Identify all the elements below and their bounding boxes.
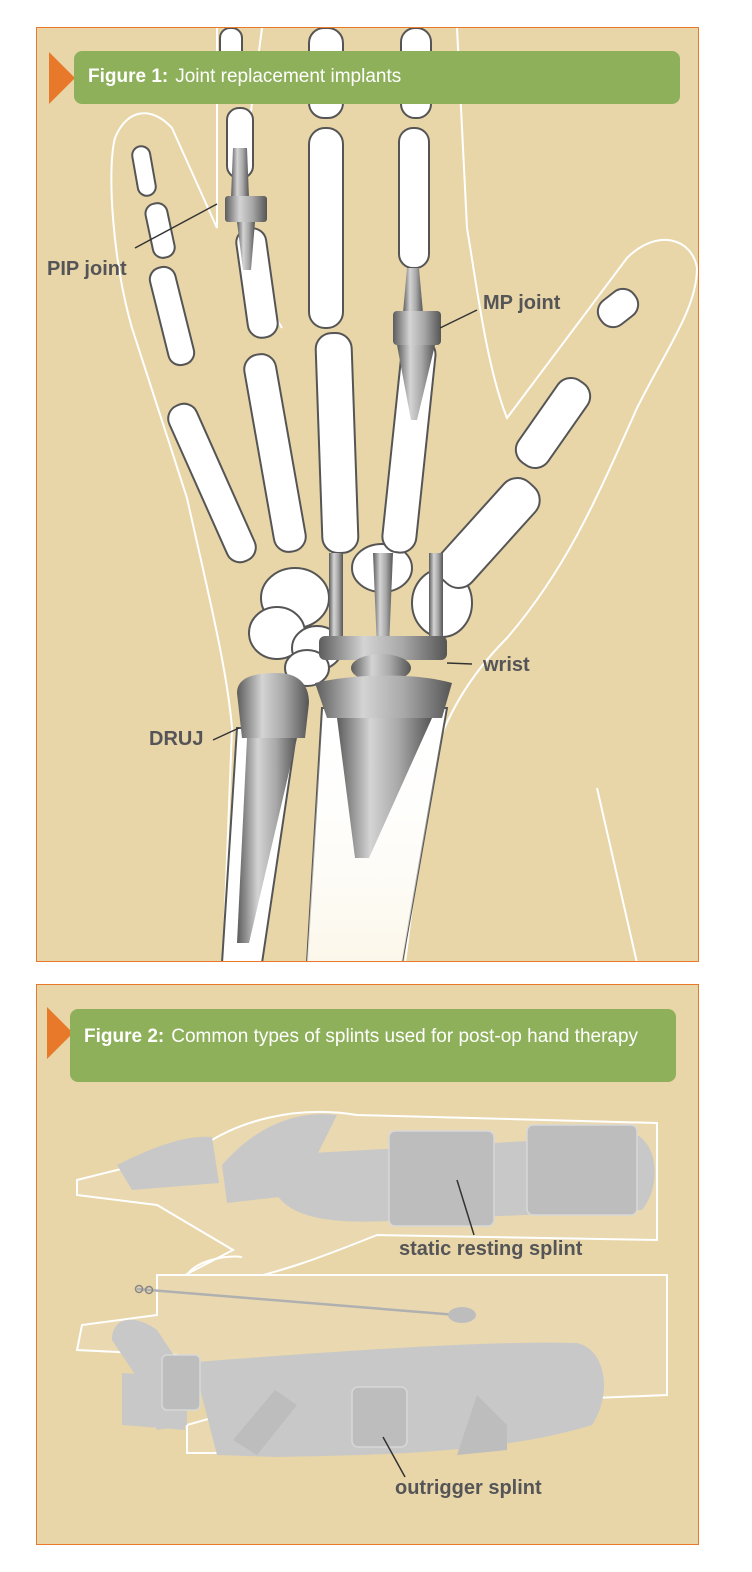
mp-joint-label: MP joint [483,292,561,314]
figure-2-panel: Figure 2: Common types of splints used fo… [36,984,699,1545]
outrigger-splint-hand [75,1274,668,1478]
figure-1-label: Figure 1: [88,66,169,87]
outrigger-splint-label: outrigger splint [395,1477,542,1499]
figure-2-title: Common types of splints used for post-op… [171,1026,639,1047]
static-splint-hand [76,1110,658,1287]
pip-implant [225,148,267,270]
leader-lines [134,203,478,741]
splints-illustration [75,1110,668,1478]
finger-bones [131,28,640,589]
figure-1-title: Joint replacement implants [175,66,402,87]
wrist-label: wrist [483,654,530,676]
figure-1-title-banner: Figure 1: Joint replacement implants [74,51,680,104]
hand-skeleton-illustration [110,28,698,961]
figure-2-label: Figure 2: [84,1026,165,1047]
pip-joint-label: PIP joint [47,258,127,280]
druj-label: DRUJ [149,728,204,750]
druj-implant [237,673,309,943]
wrist-implant [315,553,452,858]
figure-arrow-marker [49,52,75,104]
figure-1-panel: Figure 1: Joint replacement implants PIP … [36,27,699,962]
figure-2-title-banner: Figure 2: Common types of splints used fo… [70,1009,676,1082]
static-splint-label: static resting splint [399,1238,583,1260]
figure-arrow-marker [47,1007,73,1059]
mp-implant [393,268,441,420]
